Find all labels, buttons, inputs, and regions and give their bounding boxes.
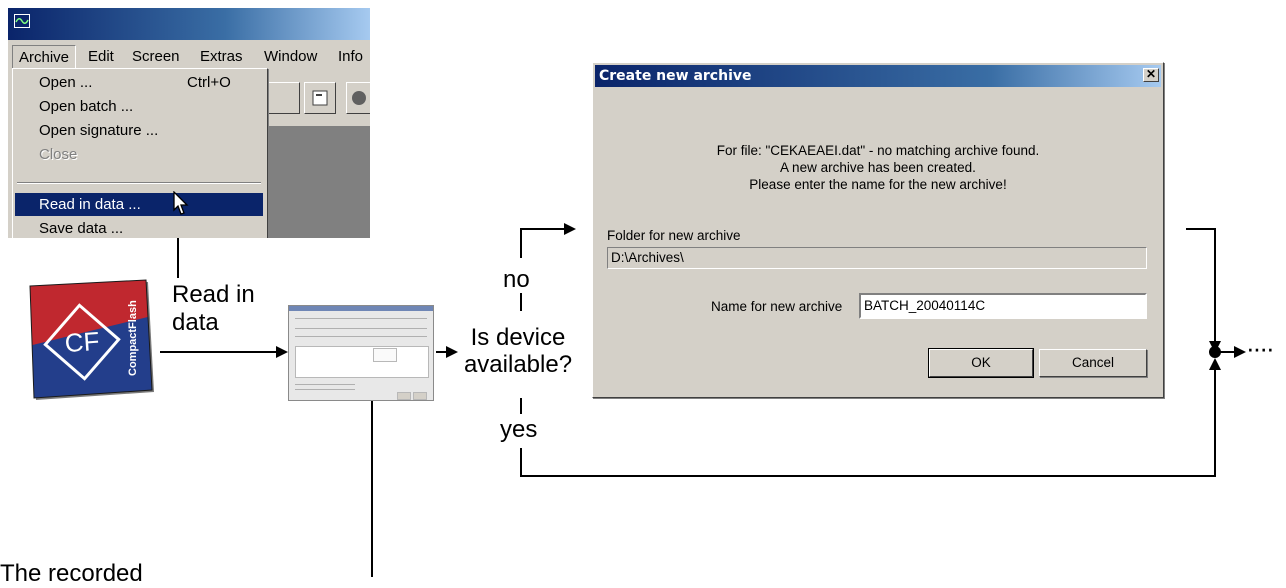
toolbar-properties-button[interactable] xyxy=(304,82,336,114)
connector-yes-up xyxy=(1214,370,1216,477)
arrow-right-icon xyxy=(1234,346,1246,358)
connector-yes-stub xyxy=(520,398,522,414)
menu-screen[interactable]: Screen xyxy=(132,48,180,65)
menu-item-open-batch[interactable]: Open batch ... xyxy=(15,95,263,118)
connector-no-up xyxy=(520,228,522,258)
menu-item-shortcut: Ctrl+O xyxy=(187,74,231,91)
read-in-dialog-thumbnail xyxy=(288,305,434,401)
cf-logo-text: CF xyxy=(64,326,101,358)
connector-card-to-dialog xyxy=(160,351,276,353)
close-glyph: ✕ xyxy=(1145,67,1157,81)
toolbar-button[interactable] xyxy=(268,82,300,114)
read-in-data-label: Read in data xyxy=(172,281,268,337)
archive-menu-screenshot: Archive Edit Screen Extras Window Info O… xyxy=(8,8,370,238)
connector-menu-down xyxy=(177,238,179,278)
cf-brand-text: CompactFlash xyxy=(127,300,139,376)
close-icon[interactable]: ✕ xyxy=(1143,68,1159,82)
app-waveform-icon xyxy=(14,14,30,28)
bottom-caption: The recorded xyxy=(0,560,143,587)
connector-dialog-down xyxy=(1214,228,1216,344)
menu-extras[interactable]: Extras xyxy=(200,48,243,65)
branch-yes-label: yes xyxy=(500,416,538,443)
menu-window[interactable]: Window xyxy=(264,48,318,65)
merge-dot xyxy=(1209,346,1221,358)
properties-icon xyxy=(312,90,328,106)
connector-no-right xyxy=(520,228,564,230)
cf-logo-icon: CF xyxy=(43,303,121,381)
toolbar-device-button[interactable] xyxy=(346,82,370,114)
arrow-right-icon xyxy=(564,223,576,235)
archive-name-label: Name for new archive xyxy=(711,299,843,314)
dialog-message-line: Please enter the name for the new archiv… xyxy=(749,177,1007,192)
menu-item-label: Open signature ... xyxy=(39,122,159,139)
connector-no-stub xyxy=(520,293,522,311)
menu-separator xyxy=(17,182,261,184)
connector-thumbnail-down xyxy=(371,401,373,577)
menu-item-label: Save data ... xyxy=(39,220,124,237)
dialog-message-line: For file: "CEKAEAEI.dat" - no matching a… xyxy=(716,143,1040,158)
menu-info[interactable]: Info xyxy=(338,48,364,65)
decision-label: Is device available? xyxy=(463,324,573,378)
menu-item-label: Read in data ... xyxy=(39,196,141,213)
menu-archive[interactable]: Archive xyxy=(12,45,77,69)
connector-dialog-right xyxy=(1186,228,1216,230)
compactflash-card: CF CompactFlash xyxy=(29,279,154,400)
connector-to-decision xyxy=(436,351,448,353)
menu-item-read-in-data[interactable]: Read in data ... xyxy=(15,193,263,216)
menu-item-label: Open batch ... xyxy=(39,98,134,115)
menu-item-label: Open ... xyxy=(39,74,93,91)
ok-button[interactable]: OK xyxy=(928,348,1034,378)
menu-item-label: Close xyxy=(39,146,78,163)
continuation-dots: ···· xyxy=(1246,333,1275,363)
archive-name-input[interactable]: BATCH_20040114C xyxy=(859,293,1147,319)
archive-dropdown-menu: Open ... Ctrl+O Open batch ... Open sign… xyxy=(12,68,268,238)
menu-item-open[interactable]: Open ... Ctrl+O xyxy=(15,71,263,94)
menubar: Archive Edit Screen Extras Window Info xyxy=(8,44,370,70)
read-in-data-text: Read in data xyxy=(172,281,255,336)
connector-yes-down xyxy=(520,448,522,476)
toolbar xyxy=(268,70,370,124)
connector-yes-right xyxy=(520,475,1216,477)
branch-no-label: no xyxy=(503,266,530,293)
menu-edit[interactable]: Edit xyxy=(88,48,114,65)
menu-item-close: Close xyxy=(15,143,263,166)
cancel-button[interactable]: Cancel xyxy=(1039,349,1147,377)
mouse-cursor-icon xyxy=(173,191,189,215)
device-icon xyxy=(352,91,366,105)
arrow-right-icon xyxy=(446,346,458,358)
arrow-right-icon xyxy=(276,346,288,358)
connector-merge-out xyxy=(1218,351,1236,353)
menu-item-save-data[interactable]: Save data ... xyxy=(15,217,263,238)
dialog-titlebar: Create new archive ✕ xyxy=(595,65,1161,87)
dialog-message-line: A new archive has been created. xyxy=(780,160,976,175)
workspace-area xyxy=(268,126,370,238)
create-archive-dialog: Create new archive ✕ For file: "CEKAEAEI… xyxy=(592,62,1164,398)
folder-label: Folder for new archive xyxy=(607,228,741,243)
menu-item-open-signature[interactable]: Open signature ... xyxy=(15,119,263,142)
dialog-title: Create new archive xyxy=(599,68,752,84)
app-titlebar xyxy=(8,8,370,40)
folder-field: D:\Archives\ xyxy=(607,247,1147,269)
arrow-up-icon xyxy=(1209,358,1221,370)
